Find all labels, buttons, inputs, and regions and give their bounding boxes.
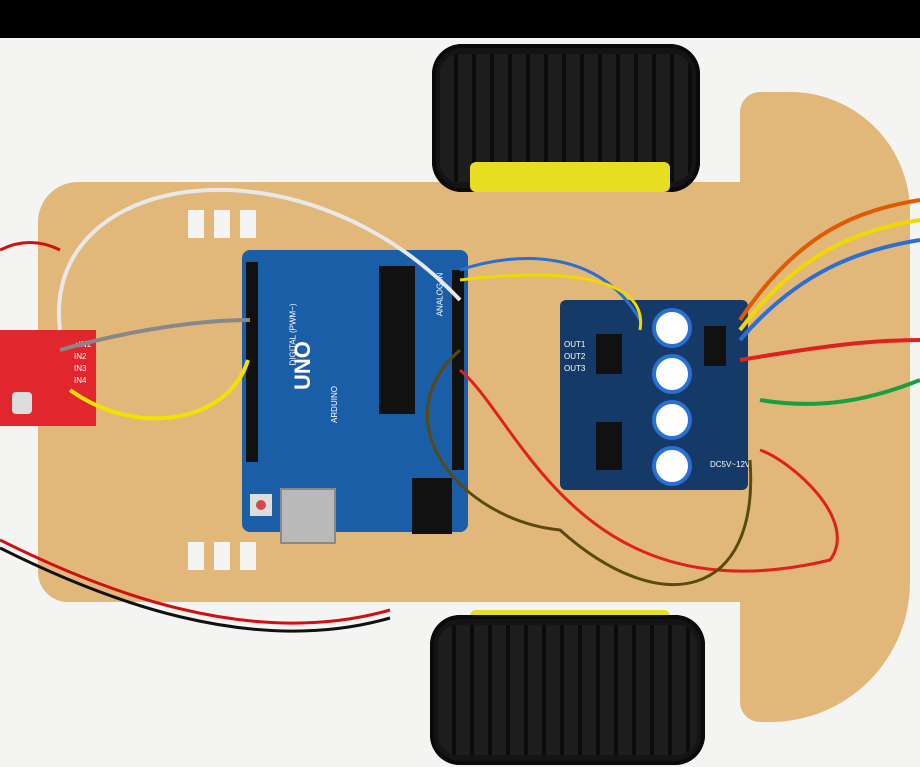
pin-label: OUT2: [564, 352, 586, 361]
chassis-slot: [240, 542, 256, 570]
potentiometer[interactable]: [652, 446, 692, 486]
microcontroller-chip: [379, 266, 415, 414]
power-jack: [412, 478, 452, 534]
pin-header: [704, 326, 726, 366]
pin-header: [596, 334, 622, 374]
chassis-slot: [240, 210, 256, 238]
capacitor: [12, 392, 32, 414]
potentiometer[interactable]: [652, 400, 692, 440]
wheel-hub-top: [470, 162, 670, 192]
pin-header: [596, 422, 622, 470]
reset-button[interactable]: [250, 494, 272, 516]
analog-power-header: [452, 270, 464, 470]
chassis-slot: [214, 542, 230, 570]
top-black-band: [0, 0, 920, 38]
digital-header: [246, 262, 258, 462]
potentiometer[interactable]: [652, 308, 692, 348]
usb-port: [280, 488, 336, 544]
potentiometer[interactable]: [652, 354, 692, 394]
pin-label: OUT1: [564, 340, 586, 349]
chassis-slot: [214, 210, 230, 238]
pin-label: IN4: [74, 376, 87, 385]
chassis-slot: [188, 542, 204, 570]
chassis-slot: [188, 210, 204, 238]
sensor-board: OUT1 OUT2 OUT3 DC5V~12V: [560, 300, 751, 490]
wheel-bottom: [430, 615, 705, 765]
pin-label: OUT3: [564, 364, 586, 373]
pin-label: IN3: [74, 364, 87, 373]
voltage-label: DC5V~12V: [710, 460, 751, 469]
pin-label: IN2: [74, 352, 87, 361]
